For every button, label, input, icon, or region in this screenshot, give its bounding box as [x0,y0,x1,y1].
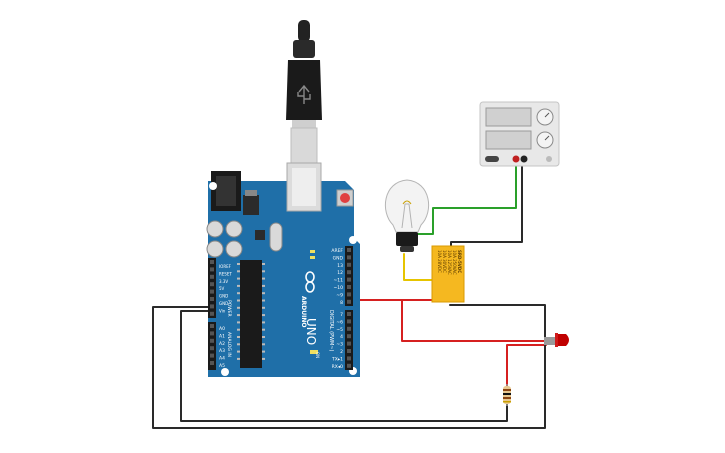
black-wire-gnd-to-resistor[interactable] [180,310,508,422]
model-label: UNO [304,318,318,345]
resistor[interactable] [503,384,511,406]
brand-label: ARDUINO [300,296,307,327]
red-wire-pin8-to-led[interactable] [347,299,547,342]
pin-label: 4 [340,334,343,340]
relay-label: 10A 28VDC [437,250,442,273]
black-wire-supply-to-relay[interactable] [450,162,523,251]
current-display [485,130,532,150]
analog-label: ANALOG IN [226,332,232,357]
power-header[interactable] [208,258,216,318]
digital-header-top[interactable] [345,246,353,306]
pin-label: ~5 [336,327,343,333]
pin-label: AREF [331,248,343,254]
arduino-logo-icon [305,271,315,293]
pin-label: ~6 [336,319,343,325]
pin-label: 5V [219,286,225,291]
black-wire-gnd-outer-loop[interactable] [152,304,546,429]
pin-label: A1 [219,333,225,339]
pin-label: A5 [219,363,225,369]
positive-terminal[interactable] [512,155,520,163]
pin-label: 3.3V [219,279,228,284]
digital-label: DIGITAL (PWM~) [328,310,334,352]
relay-label: SRD-5VDC [457,250,462,273]
pin-label: 13 [337,263,343,269]
analog-header[interactable] [208,322,216,370]
negative-terminal[interactable] [520,155,528,163]
pin-label: 7 [340,312,343,318]
wires [152,162,547,429]
pin-label: 12 [337,270,343,276]
pin-label: A4 [219,356,225,362]
pin-label: GND [219,301,228,306]
pin-label: Vin [219,308,226,313]
light-bulb[interactable] [385,179,429,252]
relay-label: 10A 125VAC [447,250,452,275]
pin-label: RX◂0 [332,364,343,370]
relay-label: 10A 250VAC [452,250,457,275]
usb-cable[interactable] [286,20,322,165]
power-label: POWER [226,300,232,317]
pin-label: TX▸1 [331,356,343,362]
pin-label: ~9 [336,292,343,298]
green-wire-supply-to-bulb[interactable] [411,162,517,235]
pin-label: 8 [340,300,343,306]
pin-label: A2 [219,341,225,347]
dc-power-supply[interactable] [479,101,560,167]
voltage-display [485,107,532,127]
red-wire-led-to-resistor[interactable] [506,344,547,387]
pin-label: 2 [340,349,343,355]
capacitor [206,220,224,238]
on-label: ON [315,352,320,358]
relay-label: 10A 30VDC [442,250,447,273]
pin-label: ~11 [334,278,344,284]
pin-label: RESET [219,271,232,276]
pin-label: A3 [219,348,225,354]
pin-label: IOREF [219,264,232,269]
digital-header-bottom[interactable] [345,310,353,370]
red-led[interactable] [544,333,569,347]
yellow-wire-bulb-to-relay[interactable] [403,253,441,281]
pin-label: ~10 [334,285,344,291]
pin-label: A0 [219,326,225,332]
pin-label: ~3 [336,342,343,348]
pin-label: GND [219,294,228,299]
atmega-chip [240,260,262,368]
mounting-hole [209,182,217,190]
crystal-oscillator [269,222,283,252]
power-switch[interactable] [485,156,499,162]
pin-label: GND [333,255,344,261]
usb-symbol-icon [297,84,311,104]
